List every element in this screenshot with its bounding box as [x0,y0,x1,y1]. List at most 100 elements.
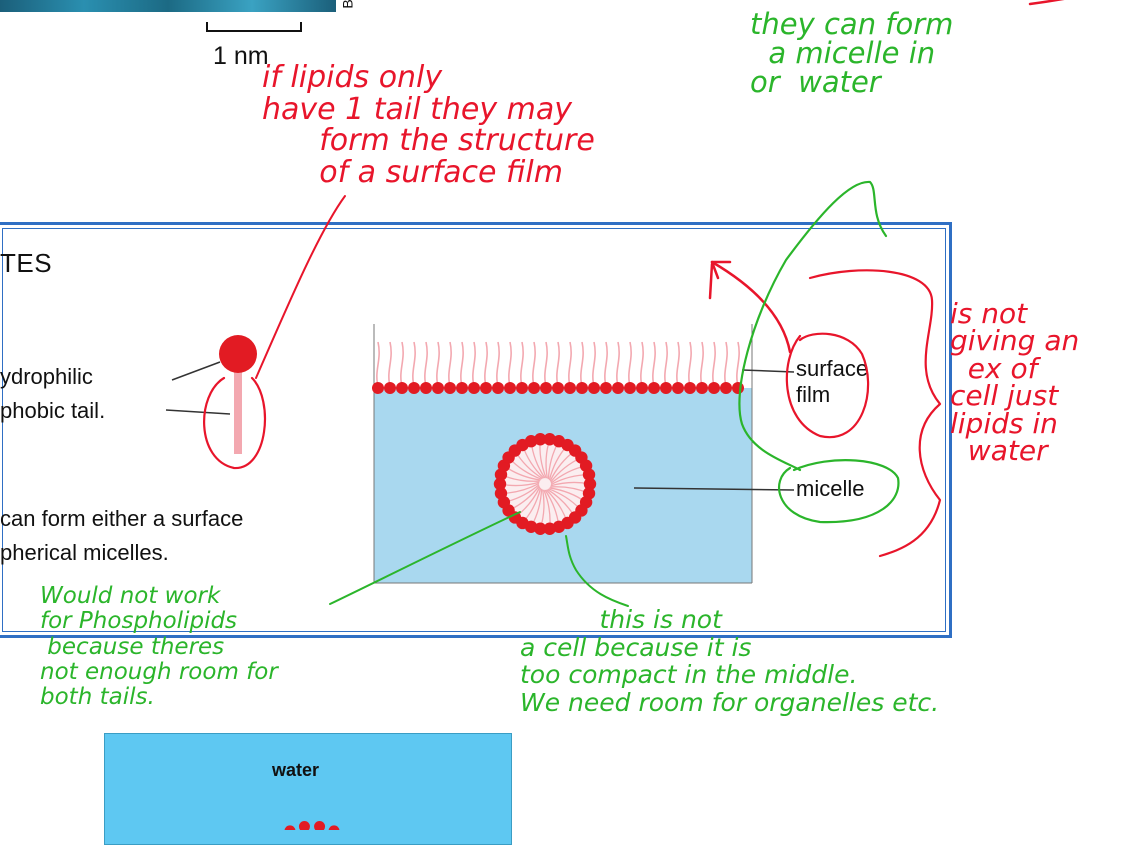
annotation-micelle-in-water: they can form a micelle in or water [750,7,954,99]
lipid-tail [234,362,242,454]
leader-line-tail [165,409,231,415]
ink-pointer-line [255,195,346,379]
film-lipid-head [696,382,708,394]
ink-film-arrow [710,260,792,354]
micelle-lipids [493,433,597,535]
film-lipid-head [420,382,432,394]
surface-film-label: surface film [796,356,868,408]
film-lipid-head [384,382,396,394]
surface-film-label-line-1: surface [796,356,869,381]
micelle-leader [633,487,795,491]
film-lipid-tail [436,341,440,387]
surface-film-label-line-2: film [796,382,831,407]
box-heading: TES [0,248,53,278]
film-lipid-head [732,382,744,394]
film-lipid-head [396,382,408,394]
film-lipid-head [588,382,600,394]
film-lipid-tail [592,341,596,387]
film-lipid-tail [496,341,500,387]
film-lipid-head [564,382,576,394]
micelle-lipid-head [494,487,508,500]
ink-bracket [808,269,942,558]
ink-tail-circle [203,376,267,470]
lower-lipid-head [314,821,326,830]
film-lipid-head [612,382,624,394]
top-image-strip [0,0,336,12]
lower-figure-lipids [284,821,340,830]
film-lipid-head [528,382,540,394]
film-lipid-tail [604,341,608,387]
surface-film-lipids [372,341,744,394]
film-lipid-tail [484,341,488,387]
film-lipid-tail [376,341,380,387]
annotation-phospholipids: Would not work for Phospholipids because… [40,583,278,711]
caption-line-2: pherical micelles. [0,540,169,565]
micelle-lipid-head [543,433,556,446]
film-lipid-head [600,382,612,394]
micelle-lipid-head [582,468,596,481]
film-lipid-tail [532,341,536,387]
ink-surface-film-circle [785,332,870,439]
ink-micelle-loop [738,180,888,472]
film-lipid-head [516,382,528,394]
micelle-lipid-head [493,477,507,491]
film-lipid-tail [640,341,644,387]
legend-line-1: ydrophilic [0,364,93,389]
micelle-lipid-head [583,477,597,491]
film-lipid-head [660,382,672,394]
ink-arrow-stem [708,262,714,300]
film-lipid-head [540,382,552,394]
single-lipid-icon [165,335,257,454]
film-lipid-head [432,382,444,394]
film-lipid-head [720,382,732,394]
film-lipid-tail [508,341,512,387]
film-lipid-head [624,382,636,394]
film-lipid-tail [568,341,572,387]
film-lipid-tail [712,341,716,387]
handwritten-strokes [203,0,1065,607]
surface-film-leader [741,369,795,373]
film-lipid-tail [628,341,632,387]
film-lipid-tail [736,341,740,387]
film-lipid-tail [556,341,560,387]
annotation-not-cell-example: is not giving an ex of cell just lipids … [950,297,1080,468]
legend-line-2: phobic tail. [0,398,106,423]
micelle-lipid-head [534,433,547,446]
film-lipid-tail [616,341,620,387]
film-lipid-tail [664,341,668,387]
scale-bar-label: 1 nm [213,42,269,70]
film-lipid-tail [448,341,452,387]
film-lipid-tail [652,341,656,387]
annotation-single-tail: if lipids only have 1 tail they may form… [262,60,595,190]
film-lipid-tail [472,341,476,387]
film-lipid-head [648,382,660,394]
leader-line-head [171,361,221,381]
caption-line-1: can form either a surface [0,506,244,531]
film-lipid-tail [412,341,416,387]
film-lipid-tail [544,341,548,387]
film-lipid-head [492,382,504,394]
film-lipid-head [552,382,564,394]
film-lipid-head [684,382,696,394]
film-lipid-tail [460,341,464,387]
film-lipid-head [636,382,648,394]
micelle-lipid-head [524,435,538,448]
film-lipid-tail [520,341,524,387]
film-lipid-head [480,382,492,394]
ink-phospholipid-pointer [329,511,521,605]
ink-micelle-circle [777,459,900,524]
lower-lipid-head [298,821,310,830]
film-lipid-head [468,382,480,394]
film-lipid-tail [724,341,728,387]
scale-bar [206,22,302,32]
micelle-label: micelle [796,476,865,501]
micelle-lipid-head [552,520,566,533]
film-lipid-tail [424,341,428,387]
lipid-head [219,335,257,373]
film-lipid-tail [580,341,584,387]
figure-frame [0,222,952,638]
film-lipid-head [456,382,468,394]
film-lipid-head [708,382,720,394]
film-lipid-head [372,382,384,394]
